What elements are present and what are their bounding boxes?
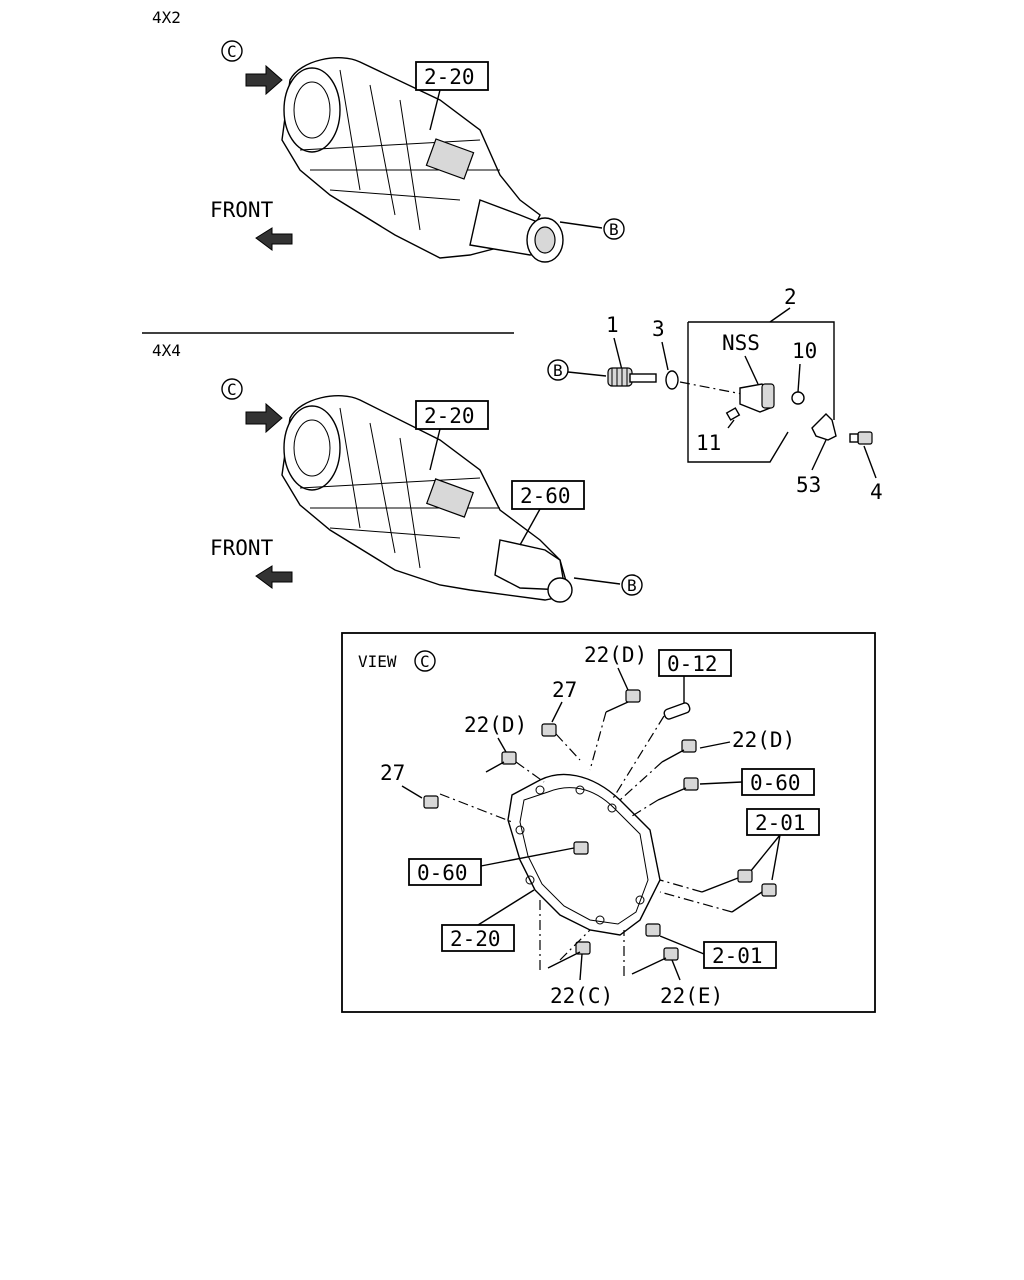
- cover-plate-illustration: [507, 773, 661, 936]
- svg-text:C: C: [420, 652, 430, 671]
- nss-label: NSS: [722, 331, 760, 355]
- bolt-22e: [663, 947, 679, 961]
- view-c-title: VIEW: [358, 652, 397, 671]
- ref-0-12: 0-12: [667, 652, 718, 676]
- group-number-2: 2: [784, 285, 797, 309]
- part-11-label: 11: [696, 431, 721, 455]
- variant-label-4x4: 4X4: [152, 341, 181, 360]
- retainer-part: [811, 413, 837, 441]
- part-53-label: 53: [796, 473, 821, 497]
- nut-27-label-top: 27: [552, 678, 577, 702]
- ref-2-01-lower: 2-01: [712, 944, 763, 968]
- ref-0-60-left: 0-60: [417, 861, 468, 885]
- nut-27-top: [541, 723, 557, 737]
- bolt-22d-left: [485, 751, 517, 773]
- view-direction-arrow: [245, 64, 283, 96]
- callout-c-marker-2: C: [221, 378, 243, 400]
- front-label-2: FRONT: [210, 536, 274, 560]
- bolt-22d-right: [661, 739, 697, 763]
- dowel-pin: [663, 702, 691, 720]
- svg-text:C: C: [227, 380, 237, 399]
- transmission-4x4-illustration: [281, 394, 573, 603]
- drive-gear-part: [607, 367, 657, 387]
- group-2-frame: [687, 321, 835, 463]
- nut-27-label-left: 27: [380, 761, 405, 785]
- o-ring-part: [665, 370, 679, 390]
- svg-text:B: B: [553, 361, 563, 380]
- ref-2-20-view: 2-20: [450, 927, 501, 951]
- callout-b-marker-2: B: [621, 574, 643, 596]
- svg-text:B: B: [609, 220, 619, 239]
- part-3-label: 3: [652, 317, 665, 341]
- callout-b-marker: B: [603, 218, 625, 240]
- part-1-label: 1: [606, 313, 619, 337]
- variant-label-4x2: 4X2: [152, 8, 181, 27]
- bolt-22e-label: 22(E): [660, 984, 723, 1008]
- callout-b-marker-3: B: [547, 359, 569, 381]
- front-arrow: [255, 227, 293, 251]
- callout-c-marker: C: [221, 40, 243, 62]
- seal-part: [791, 391, 805, 405]
- bolt-22d-top: [605, 689, 641, 713]
- nut-0-60-left: [573, 841, 589, 855]
- bolt-22c-label: 22(C): [550, 984, 613, 1008]
- sensor-part: [739, 383, 775, 413]
- ref-2-01-upper: 2-01: [755, 811, 806, 835]
- part-4-label: 4: [870, 480, 883, 504]
- part-10-label: 10: [792, 339, 817, 363]
- ref-2-20-upper: 2-20: [424, 65, 475, 89]
- bolt-0-60-right: [683, 777, 699, 791]
- view-c-marker: C: [414, 650, 436, 672]
- front-arrow-2: [255, 565, 293, 589]
- nut-2-01-lower: [645, 923, 661, 937]
- bolt-part-4: [849, 431, 873, 445]
- svg-text:B: B: [627, 576, 637, 595]
- pin-part: [725, 407, 741, 421]
- transmission-4x2-illustration: [281, 56, 564, 263]
- bolt-22d-label-right: 22(D): [732, 728, 795, 752]
- nut-27-left: [423, 795, 439, 809]
- ref-2-20-lower: 2-20: [424, 404, 475, 428]
- front-label: FRONT: [210, 198, 274, 222]
- ref-2-60: 2-60: [520, 484, 571, 508]
- bolt-22c: [575, 941, 591, 955]
- ref-0-60-right: 0-60: [750, 771, 801, 795]
- bolt-22d-label-top: 22(D): [584, 643, 647, 667]
- view-direction-arrow-2: [245, 402, 283, 434]
- svg-text:C: C: [227, 42, 237, 61]
- bolt-22d-label-left: 22(D): [464, 713, 527, 737]
